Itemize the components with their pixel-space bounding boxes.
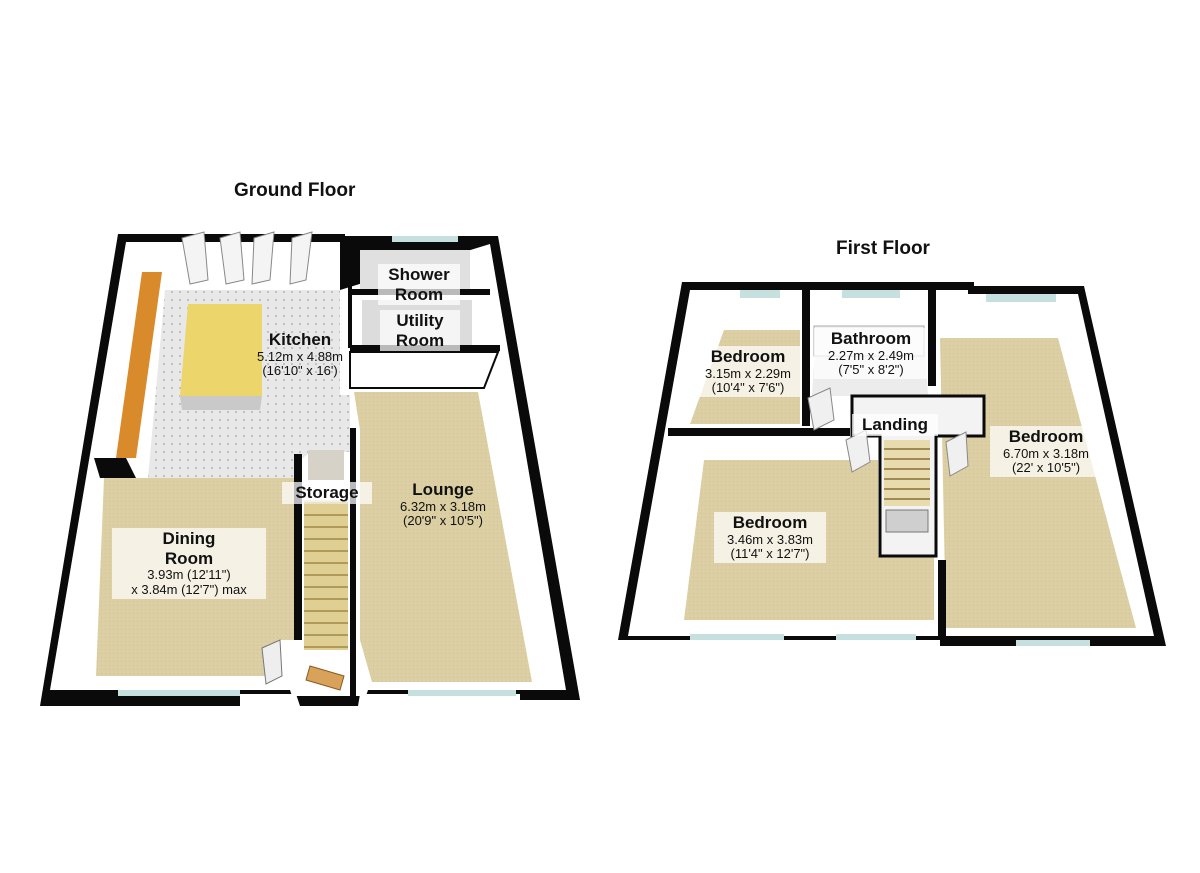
lounge-name: Lounge: [412, 480, 474, 499]
small-bedroom-label: Bedroom 3.15m x 2.29m (10'4" x 7'6"): [694, 346, 802, 398]
stair-wall-right: [350, 428, 356, 698]
lounge-window: [408, 690, 516, 696]
dining-room-name-2: Room: [164, 548, 214, 568]
dining-room-label: Dining Room 3.93m (12'11") x 3.84m (12'7…: [112, 528, 266, 599]
bathroom-dims-imperial: (7'5" x 8'2"): [838, 362, 904, 378]
first-floor-title: First Floor: [836, 238, 930, 259]
lounge-label: Lounge 6.32m x 3.18m (20'9" x 10'5"): [386, 480, 500, 529]
large-bedroom-dims-imperial: (11'4" x 12'7"): [730, 546, 810, 562]
stair-wall-left: [294, 454, 302, 640]
kitchen-island: [180, 304, 262, 396]
dining-dims-1: 3.93m (12'11"): [147, 567, 231, 583]
ground-floor-title: Ground Floor: [234, 180, 356, 201]
storage-label: Storage: [282, 482, 372, 504]
dining-window: [118, 690, 240, 696]
utility-room-label: Utility Room: [380, 310, 460, 352]
first-staircase: [884, 440, 930, 506]
shower-room-label: Shower Room: [378, 264, 460, 306]
right-bedroom-label: Bedroom 6.70m x 3.18m (22' x 10'5"): [990, 426, 1102, 478]
kitchen-worktop: [116, 272, 162, 458]
dining-partition: [94, 458, 136, 478]
lounge-floor: [354, 392, 532, 682]
lounge-back-wall: [349, 351, 500, 389]
ground-staircase: [304, 500, 348, 650]
bifold-doors: [181, 231, 313, 285]
large-bedroom-dims-metric: 3.46m x 3.83m: [727, 531, 813, 547]
landing-name: Landing: [861, 415, 929, 434]
storage-name: Storage: [295, 483, 359, 502]
kitchen-label: Kitchen 5.12m x 4.88m (16'10" x 16'): [242, 330, 358, 379]
right-bedroom-dims-metric: 6.70m x 3.18m: [1003, 445, 1089, 461]
right-bedroom-name: Bedroom: [1008, 427, 1084, 446]
utility-room-name-1: Utility: [396, 311, 444, 330]
bathroom-dims-metric: 2.27m x 2.49m: [828, 347, 914, 363]
shower-room-name-1: Shower: [388, 265, 450, 284]
small-bedroom-dims-metric: 3.15m x 2.29m: [705, 365, 791, 381]
lounge-dims-imperial: (20'9" x 10'5"): [403, 513, 483, 529]
lounge-dims-metric: 6.32m x 3.18m: [400, 498, 486, 514]
large-bedroom-name: Bedroom: [732, 513, 808, 532]
small-bedroom-name: Bedroom: [710, 347, 786, 366]
dining-dims-2: x 3.84m (12'7") max: [131, 582, 247, 598]
kitchen-dims-imperial: (16'10" x 16'): [262, 363, 338, 379]
dining-room-name-1: Dining: [162, 529, 216, 548]
front-door: [305, 665, 345, 691]
bathroom-name: Bathroom: [830, 329, 912, 348]
kitchen-name: Kitchen: [268, 330, 332, 349]
bathroom-label: Bathroom 2.27m x 2.49m (7'5" x 8'2"): [814, 328, 928, 380]
landing-label: Landing: [852, 414, 938, 436]
ground-floor-plan: [40, 231, 580, 706]
shower-window: [392, 236, 458, 242]
right-bedroom-dims-imperial: (22' x 10'5"): [1011, 460, 1081, 476]
small-bedroom-dims-imperial: (10'4" x 7'6"): [711, 380, 785, 396]
large-bedroom-label: Bedroom 3.46m x 3.83m (11'4" x 12'7"): [714, 512, 826, 564]
right-bedroom-floor: [940, 338, 1136, 628]
shower-room-name-2: Room: [394, 284, 444, 304]
kitchen-dims-metric: 5.12m x 4.88m: [257, 348, 343, 364]
utility-room-name-2: Room: [395, 330, 445, 350]
